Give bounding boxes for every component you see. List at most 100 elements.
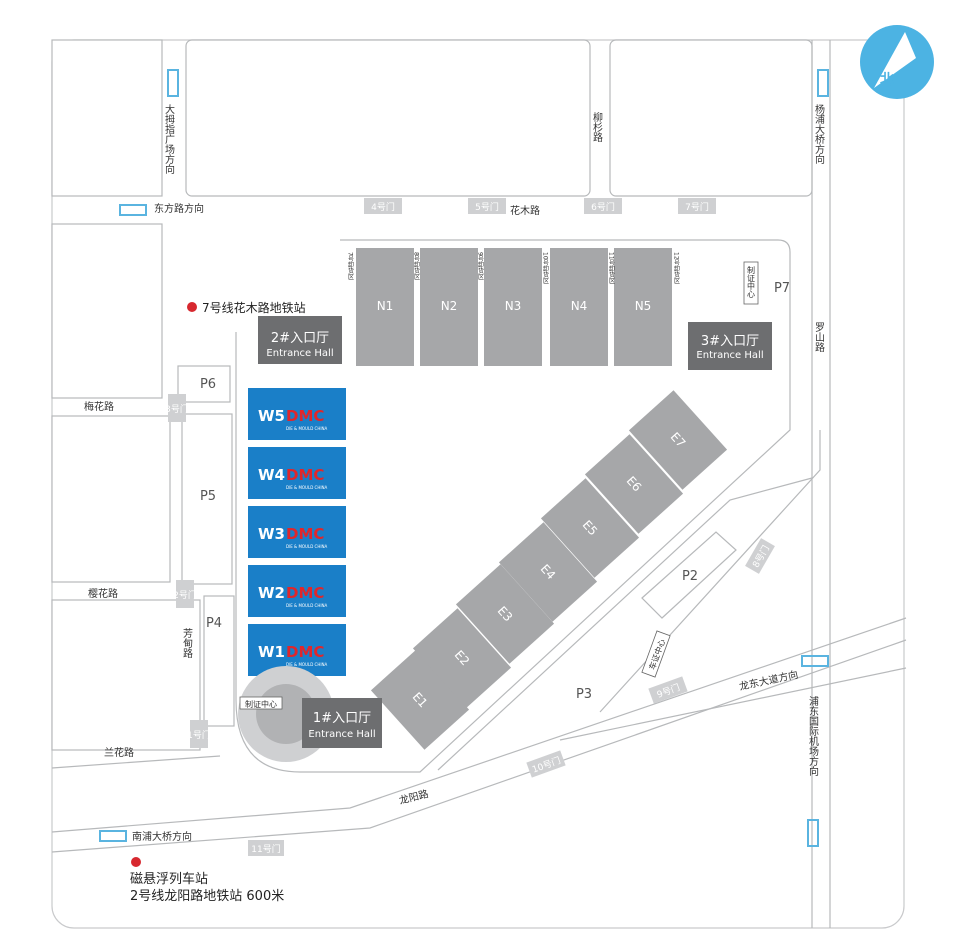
dmc-logo: DMC [286, 643, 324, 661]
gate-6[interactable] [584, 198, 622, 214]
city-block [51, 415, 171, 583]
city-block [51, 599, 201, 751]
gate-2[interactable] [176, 580, 194, 608]
entrance-hall-1[interactable]: 1#入口厅 Entrance Hall [302, 698, 382, 748]
gate-10[interactable] [526, 750, 566, 778]
north-halls: N1 N2 N3 N4 N5 [356, 248, 672, 366]
unloading-zone: 10号卸货区 [542, 252, 549, 284]
hall-e7[interactable] [628, 390, 728, 490]
dmc-logo: DMC [286, 407, 324, 425]
hall-w2-label: W2 [258, 584, 285, 602]
street-luoshan: 罗山路 [813, 322, 825, 353]
arrow-up-icon [167, 69, 179, 97]
hall-w2[interactable] [248, 565, 346, 617]
entrance-hall-1-en: Entrance Hall [308, 729, 375, 740]
cert-center-label: 制证中心 [245, 699, 277, 709]
hall-e2[interactable] [412, 608, 512, 708]
hall-w3[interactable] [248, 506, 346, 558]
street-meihua: 梅花路 [84, 400, 114, 413]
parking-label: P2 [682, 569, 698, 584]
access-road-2 [599, 430, 821, 713]
entrance-hall-2-en: Entrance Hall [266, 348, 333, 359]
hall-e6[interactable] [584, 434, 684, 534]
direction-yangpu: 杨浦大桥方向 [813, 103, 825, 164]
hall-e4[interactable] [498, 522, 598, 622]
longyang-metro-station: 2号线龙阳路地铁站 600米 [130, 888, 284, 904]
dmc-tagline: DIE & MOULD CHINA [286, 603, 328, 608]
parking-p5 [181, 413, 233, 585]
hall-n5[interactable] [614, 248, 672, 366]
unloading-zone: 8号卸货区 [413, 252, 420, 280]
direction-damuzhi: 大拇指广场方向 [163, 103, 175, 174]
hall-w5-label: W5 [258, 407, 285, 425]
access-road [437, 477, 813, 771]
hall-n3[interactable] [484, 248, 542, 366]
gate-7[interactable] [678, 198, 716, 214]
entrance-hall-3-cn: 3#入口厅 [701, 334, 759, 349]
hall-e1[interactable] [370, 650, 470, 750]
unloading-zone: 9号卸货区 [477, 252, 484, 280]
parking-label: P6 [200, 377, 216, 392]
gate-9[interactable] [648, 676, 688, 704]
longyang-road-edge [51, 617, 907, 833]
hall-n2-label: N2 [441, 299, 458, 313]
gate-11[interactable] [248, 840, 284, 856]
hall-w3-label: W3 [258, 525, 285, 543]
hall-n4[interactable] [550, 248, 608, 366]
parking-label: P5 [200, 489, 216, 504]
metro-icon [131, 857, 141, 867]
lanhua-road [51, 755, 221, 769]
arrow-down-icon [807, 819, 819, 847]
hall-n3-label: N3 [505, 299, 522, 313]
parking-p6 [177, 365, 231, 403]
hall-e5[interactable] [540, 478, 640, 578]
gate-5[interactable] [468, 198, 506, 214]
gate-label: 4号门 [371, 201, 395, 213]
parking-label: P7 [774, 281, 790, 296]
gates: 4号门 5号门 6号门 7号门 3号门 2号门 1号门 8号门 9号门 10号门… [165, 198, 775, 856]
cert-center-label-2: 制证中心 [747, 265, 756, 298]
hall-n1[interactable] [356, 248, 414, 366]
hall-n2[interactable] [420, 248, 478, 366]
dmc-tagline: DIE & MOULD CHINA [286, 426, 328, 431]
gate-4[interactable] [364, 198, 402, 214]
dmc-logo: DMC [286, 584, 324, 602]
hall-w5[interactable] [248, 388, 346, 440]
dmc-tagline: DIE & MOULD CHINA [286, 544, 328, 549]
hall-e3[interactable] [455, 564, 555, 664]
gate-8[interactable] [745, 538, 775, 574]
gate-label: 11号门 [251, 843, 280, 855]
compass-label: 北 [880, 72, 894, 88]
direction-dongfang: 东方路方向 [154, 202, 204, 215]
metro-huamu-station: 7号线花木路地铁站 [202, 300, 306, 315]
city-block [609, 39, 813, 197]
west-halls: W5 DMC DIE & MOULD CHINA W4 DMC DIE & MO… [248, 388, 346, 676]
direction-arrows [99, 69, 829, 847]
street-longdong: 龙东大道方向 [738, 668, 799, 693]
unloading-zone: 11号卸货区 [608, 252, 615, 284]
hall-n4-label: N4 [571, 299, 588, 313]
parking-p2 [641, 531, 737, 619]
entrance-hall-2[interactable]: 2#入口厅 Entrance Hall [258, 316, 342, 364]
cert-center-box [239, 696, 283, 710]
arrow-left-icon [99, 830, 127, 842]
gate-label: 3号门 [165, 403, 189, 415]
street-lanhua: 兰花路 [104, 746, 134, 759]
parking-labels: P6 P5 P4 P2 P3 P7 [200, 281, 790, 702]
east-halls: E1 E2 E3 E4 E5 E6 E7 [370, 390, 728, 750]
gate-3[interactable] [168, 394, 186, 422]
parking-p4 [203, 595, 235, 727]
longyang-road [51, 639, 907, 853]
gate-1[interactable] [190, 720, 208, 748]
hall-w4[interactable] [248, 447, 346, 499]
city-block [51, 39, 163, 197]
arrow-left-icon [119, 204, 147, 216]
entrance-hall-3-en: Entrance Hall [696, 350, 763, 361]
dmc-tagline: DIE & MOULD CHINA [286, 662, 328, 667]
gate-label: 7号门 [685, 201, 709, 213]
entrance-hall-3[interactable]: 3#入口厅 Entrance Hall [688, 322, 772, 370]
street-huamu: 花木路 [510, 204, 540, 217]
venue-boundary [235, 239, 791, 773]
parking-label: P4 [206, 616, 222, 631]
